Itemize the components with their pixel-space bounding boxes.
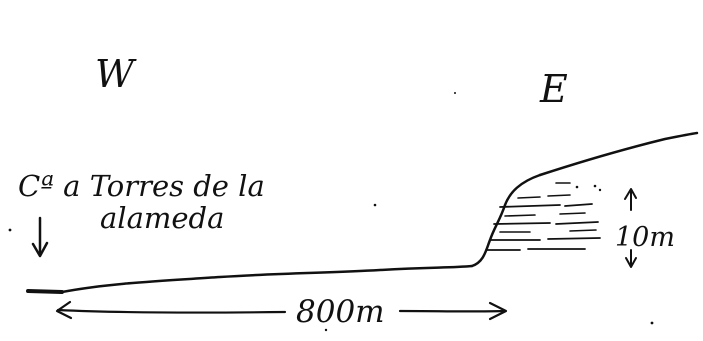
height-dimension: [624, 188, 637, 268]
west-label: W: [95, 52, 137, 96]
distance-dimension: [55, 300, 508, 321]
scan-specks: [8, 92, 654, 332]
strata-lines: [485, 182, 602, 251]
road-label-line1: Cª a Torres de la: [18, 169, 265, 203]
road-label-line2: alameda: [100, 201, 224, 235]
road-location-arrow: [31, 216, 49, 258]
height-label: 10m: [615, 222, 675, 253]
east-label: E: [539, 67, 568, 111]
distance-label: 800m: [296, 294, 385, 330]
